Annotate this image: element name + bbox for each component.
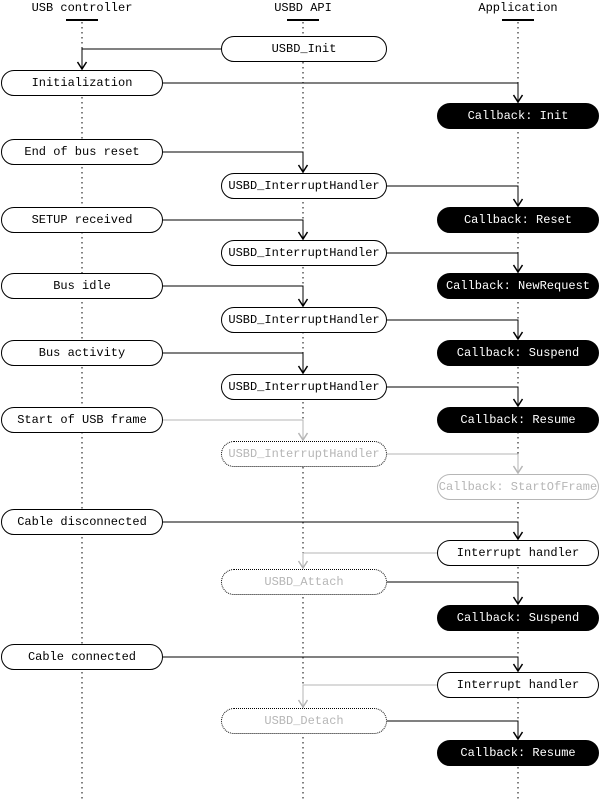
- connector-usbd-interrupthandler-5-to-callback-startofframe: [387, 453, 519, 473]
- connector-cable-connected-to-interrupt-handler-2: [163, 656, 519, 671]
- node-usbd-detach: USBD_Detach: [221, 708, 387, 734]
- node-interrupt-handler-1: Interrupt handler: [437, 540, 599, 566]
- arrowhead-into-usbd-interrupthandler-2: [297, 231, 309, 241]
- arrowhead-into-initialization: [76, 61, 88, 71]
- node-callback-resume-2: Callback: Resume: [437, 740, 599, 766]
- arrowhead-into-callback-newrequest: [512, 264, 524, 274]
- node-start-of-usb-frame: Start of USB frame: [1, 407, 163, 433]
- arrowhead-into-usbd-interrupthandler-4: [297, 365, 309, 375]
- node-usbd-interrupthandler-4: USBD_InterruptHandler: [221, 374, 387, 400]
- arrowhead-into-interrupt-handler-1: [512, 531, 524, 541]
- lane-label-usbd-api: USBD API: [274, 1, 332, 15]
- arrowhead-into-callback-resume-1: [512, 398, 524, 408]
- arrowhead-into-callback-startofframe: [512, 465, 524, 475]
- node-usbd-interrupthandler-5: USBD_InterruptHandler: [221, 441, 387, 467]
- arrowhead-into-usbd-interrupthandler-1: [297, 164, 309, 174]
- node-setup-received: SETUP received: [1, 207, 163, 233]
- node-callback-suspend-2: Callback: Suspend: [437, 605, 599, 631]
- connector-bus-idle-to-usbd-interrupthandler-3: [163, 285, 304, 306]
- node-callback-reset: Callback: Reset: [437, 207, 599, 233]
- lane-label-usb-controller: USB controller: [31, 1, 133, 15]
- node-cable-disconnected: Cable disconnected: [1, 509, 163, 535]
- connector-start-of-usb-frame-to-usbd-interrupthandler-5: [163, 419, 304, 440]
- node-initialization: Initialization: [1, 70, 163, 96]
- arrowhead-into-usbd-attach: [297, 560, 309, 570]
- node-callback-startofframe: Callback: StartOfFrame: [437, 474, 599, 500]
- connector-usbd-interrupthandler-3-to-callback-suspend-1: [387, 319, 519, 339]
- node-callback-init: Callback: Init: [437, 103, 599, 129]
- connector-bus-activity-to-usbd-interrupthandler-4: [163, 352, 304, 373]
- connector-interrupt-handler-2-to-usbd-detach: [302, 684, 437, 707]
- arrowhead-into-callback-init: [512, 94, 524, 104]
- connector-interrupt-handler-1-to-usbd-attach: [302, 552, 437, 568]
- node-usbd-init: USBD_Init: [221, 36, 387, 62]
- connector-usbd-interrupthandler-1-to-callback-reset: [387, 185, 519, 206]
- node-bus-idle: Bus idle: [1, 273, 163, 299]
- arrowhead-into-callback-resume-2: [512, 731, 524, 741]
- lane-label-application: Application: [478, 1, 558, 15]
- arrowhead-into-interrupt-handler-2: [512, 663, 524, 673]
- node-usbd-interrupthandler-1: USBD_InterruptHandler: [221, 173, 387, 199]
- connector-end-of-bus-reset-to-usbd-interrupthandler-1: [163, 151, 304, 172]
- node-interrupt-handler-2: Interrupt handler: [437, 672, 599, 698]
- arrowhead-into-usbd-detach: [297, 699, 309, 709]
- connector-initialization-to-callback-init: [163, 82, 519, 102]
- node-callback-suspend-1: Callback: Suspend: [437, 340, 599, 366]
- arrowhead-into-callback-suspend-1: [512, 331, 524, 341]
- arrowhead-into-usbd-interrupthandler-5: [297, 432, 309, 442]
- node-bus-activity: Bus activity: [1, 340, 163, 366]
- connector-usbd-attach-to-callback-suspend-2: [387, 581, 519, 604]
- node-usbd-interrupthandler-3: USBD_InterruptHandler: [221, 307, 387, 333]
- arrowhead-into-callback-reset: [512, 198, 524, 208]
- node-callback-newrequest: Callback: NewRequest: [437, 273, 599, 299]
- node-cable-connected: Cable connected: [1, 644, 163, 670]
- connector-usbd-interrupthandler-4-to-callback-resume-1: [387, 386, 519, 406]
- connector-usbd-interrupthandler-2-to-callback-newrequest: [387, 252, 519, 272]
- arrowhead-into-usbd-interrupthandler-3: [297, 298, 309, 308]
- connector-usbd-detach-to-callback-resume-2: [387, 720, 519, 739]
- connector-cable-disconnected-to-interrupt-handler-1: [163, 521, 519, 539]
- connector-setup-received-to-usbd-interrupthandler-2: [163, 219, 304, 239]
- connector-usbd-init-to-initialization: [81, 48, 221, 69]
- node-usbd-interrupthandler-2: USBD_InterruptHandler: [221, 240, 387, 266]
- arrowhead-into-callback-suspend-2: [512, 596, 524, 606]
- node-callback-resume-1: Callback: Resume: [437, 407, 599, 433]
- node-usbd-attach: USBD_Attach: [221, 569, 387, 595]
- node-end-of-bus-reset: End of bus reset: [1, 139, 163, 165]
